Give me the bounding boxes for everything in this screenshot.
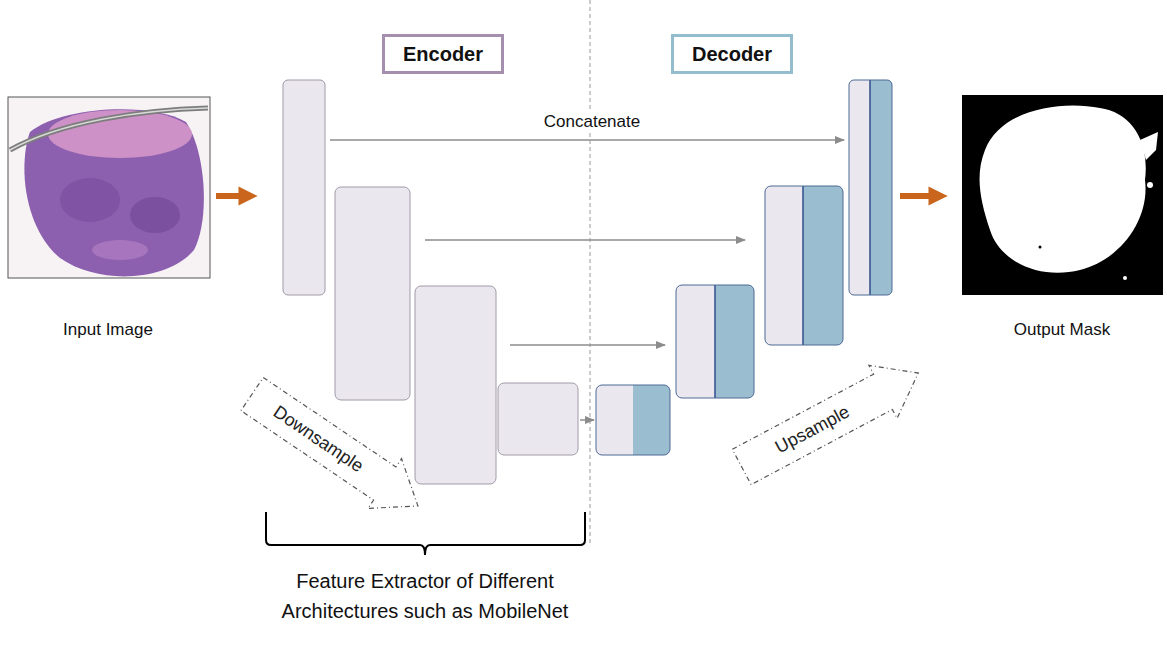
skip-arrow — [510, 344, 665, 346]
divider-line — [590, 0, 591, 545]
output-arrow — [900, 193, 940, 199]
image-caption: Output Mask — [1014, 320, 1110, 340]
mask-speck — [1140, 132, 1158, 160]
bracket-caption: Feature Extractor of Different Architect… — [255, 566, 595, 626]
block-divider — [714, 285, 716, 398]
encoder-block — [415, 286, 496, 484]
input-image — [8, 97, 210, 278]
mask-region — [980, 105, 1146, 272]
image-caption: Input Image — [63, 320, 153, 340]
output-mask — [962, 95, 1163, 295]
block-fill — [676, 285, 754, 398]
skip-arrow — [330, 139, 844, 141]
dashed-arrow-shape — [728, 347, 933, 494]
block-divider — [869, 80, 871, 295]
decoder-block — [596, 385, 670, 455]
block-outline — [676, 285, 754, 398]
image-frame — [8, 97, 210, 278]
section-title: Encoder — [403, 42, 483, 66]
tissue-dark — [60, 178, 120, 222]
tissue-light — [92, 240, 148, 260]
block-outline — [596, 385, 670, 455]
block-fill — [870, 80, 877, 295]
decoder-block — [676, 285, 754, 398]
block-fill — [715, 285, 723, 398]
block-outline — [849, 80, 892, 295]
bracket — [266, 512, 585, 555]
decoder-label: Decoder — [671, 34, 793, 74]
mask-speck — [1123, 276, 1127, 280]
encoder-block — [335, 187, 410, 400]
block-outline — [765, 186, 843, 345]
mask-speck — [1147, 182, 1153, 188]
upsample-arrow: Upsample — [728, 347, 933, 494]
input-arrow — [216, 193, 250, 199]
block-fill — [633, 385, 641, 455]
tissue-fold — [10, 108, 208, 150]
decoder-block — [849, 80, 892, 295]
arrow-text: Upsample — [772, 401, 853, 458]
mask-hole — [1039, 246, 1042, 249]
block-divider — [802, 186, 804, 345]
tissue-dark — [130, 197, 180, 233]
block-fill — [870, 80, 892, 295]
connection-label: Concatenate — [540, 112, 644, 132]
encoder-block — [498, 383, 578, 455]
decoder-blocks — [596, 80, 892, 455]
encoder-label: Encoder — [382, 34, 504, 74]
section-title: Decoder — [692, 42, 772, 66]
encoder-block — [283, 80, 325, 295]
decoder-block — [765, 186, 843, 345]
block-fill — [803, 186, 811, 345]
mask-background — [962, 95, 1163, 295]
arrow-text: Downsample — [269, 401, 367, 477]
skip-arrow — [580, 419, 594, 421]
tissue-fold — [10, 108, 208, 150]
skip-arrow — [425, 239, 745, 241]
block-fill — [715, 285, 754, 398]
block-fill — [633, 385, 670, 455]
skip-connections — [330, 140, 844, 420]
block-fill — [596, 385, 670, 455]
block-fill — [765, 186, 843, 345]
block-fill — [849, 80, 892, 295]
dashed-arrow-shape — [235, 369, 434, 531]
block-fill — [803, 186, 843, 345]
